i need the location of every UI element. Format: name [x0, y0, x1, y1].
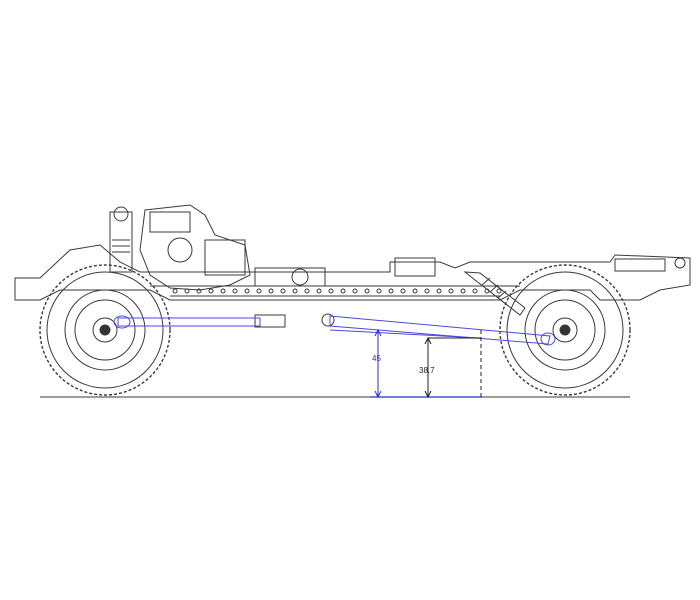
frame-hole [328, 288, 334, 294]
front-wheel [39, 264, 171, 396]
frame-hole [304, 288, 310, 294]
frame-hole [352, 288, 358, 294]
frame-hole [280, 288, 286, 294]
frame-hole [388, 288, 394, 294]
frame-hole [364, 288, 370, 294]
front-shock [109, 206, 133, 273]
frame-hole [208, 288, 214, 294]
suspension-links [113, 315, 556, 346]
frame-hole [436, 288, 442, 294]
frame-hole [448, 288, 454, 294]
link-mount [254, 314, 286, 328]
rear-shock [463, 271, 526, 316]
link-joint [321, 313, 335, 327]
rear-wheel [499, 264, 631, 396]
frame-hole [172, 288, 178, 294]
frame-hole [232, 288, 238, 294]
frame-hole [472, 288, 478, 294]
frame-hole [412, 288, 418, 294]
frame-hole [316, 288, 322, 294]
transmission [139, 204, 326, 291]
frame-hole [268, 288, 274, 294]
dimension-label-45: 45 [372, 354, 381, 363]
frame-hole [244, 288, 250, 294]
mount-hole [674, 257, 686, 269]
frame-hole [484, 288, 490, 294]
frame-hole [340, 288, 346, 294]
frame-holes [172, 288, 502, 294]
frame-hole [256, 288, 262, 294]
frame-hole [292, 288, 298, 294]
frame-hole [376, 288, 382, 294]
battery-tray [394, 257, 436, 277]
frame-rail [14, 244, 691, 301]
frame-hole [424, 288, 430, 294]
dimension-arrows-38-7 [424, 336, 432, 399]
frame-hole [400, 288, 406, 294]
frame-hole [184, 288, 190, 294]
logo-plate [614, 258, 666, 272]
frame-hole [460, 288, 466, 294]
dimension-arrows-45 [374, 328, 382, 399]
frame-hole [496, 288, 502, 294]
frame-hole [220, 288, 226, 294]
dimension-label-38-7: 38.7 [419, 366, 435, 375]
frame-hole [196, 288, 202, 294]
